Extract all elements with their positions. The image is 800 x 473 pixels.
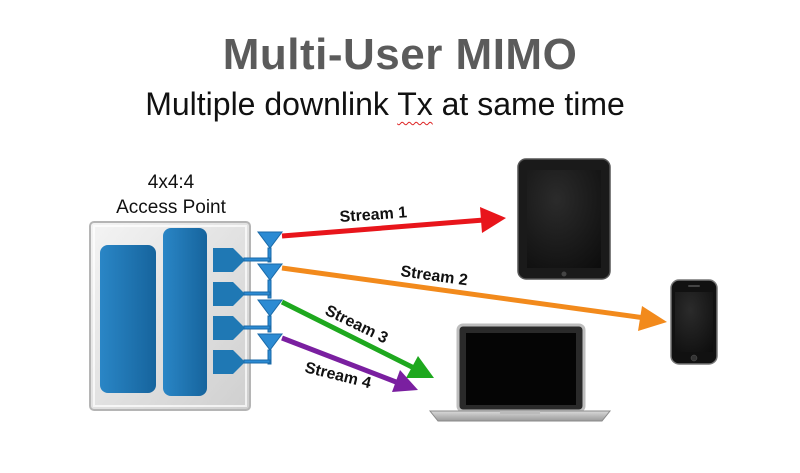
access-point-config: 4x4:4 [147, 172, 195, 193]
stream-arrow-3 [280, 299, 434, 378]
access-point-box [89, 221, 251, 411]
stream-arrow-1 [281, 207, 506, 239]
access-point-label: 4x4:4 Access Point [96, 170, 246, 220]
amplifier-blocks [213, 248, 245, 374]
processor-block-1 [100, 245, 156, 393]
stream-label-1: Stream 1 [339, 204, 408, 226]
antenna-array [243, 231, 283, 365]
subtitle-tx-word: Tx [397, 86, 433, 122]
tablet-icon [517, 158, 611, 280]
stream-label-4: Stream 4 [303, 359, 373, 392]
page-title: Multi-User MIMO [222, 30, 578, 79]
processor-block-2 [163, 228, 207, 396]
stream-arrow-2 [281, 265, 667, 331]
access-point-name: Access Point [116, 197, 226, 218]
subtitle-text-start: Multiple downlink [145, 86, 398, 122]
phone-icon [670, 279, 718, 365]
stream-arrow-4 [281, 335, 418, 392]
subtitle-text-end: at same time [432, 86, 625, 122]
laptop-icon [428, 323, 612, 422]
page-subtitle: Multiple downlink Tx at same time [0, 86, 770, 123]
